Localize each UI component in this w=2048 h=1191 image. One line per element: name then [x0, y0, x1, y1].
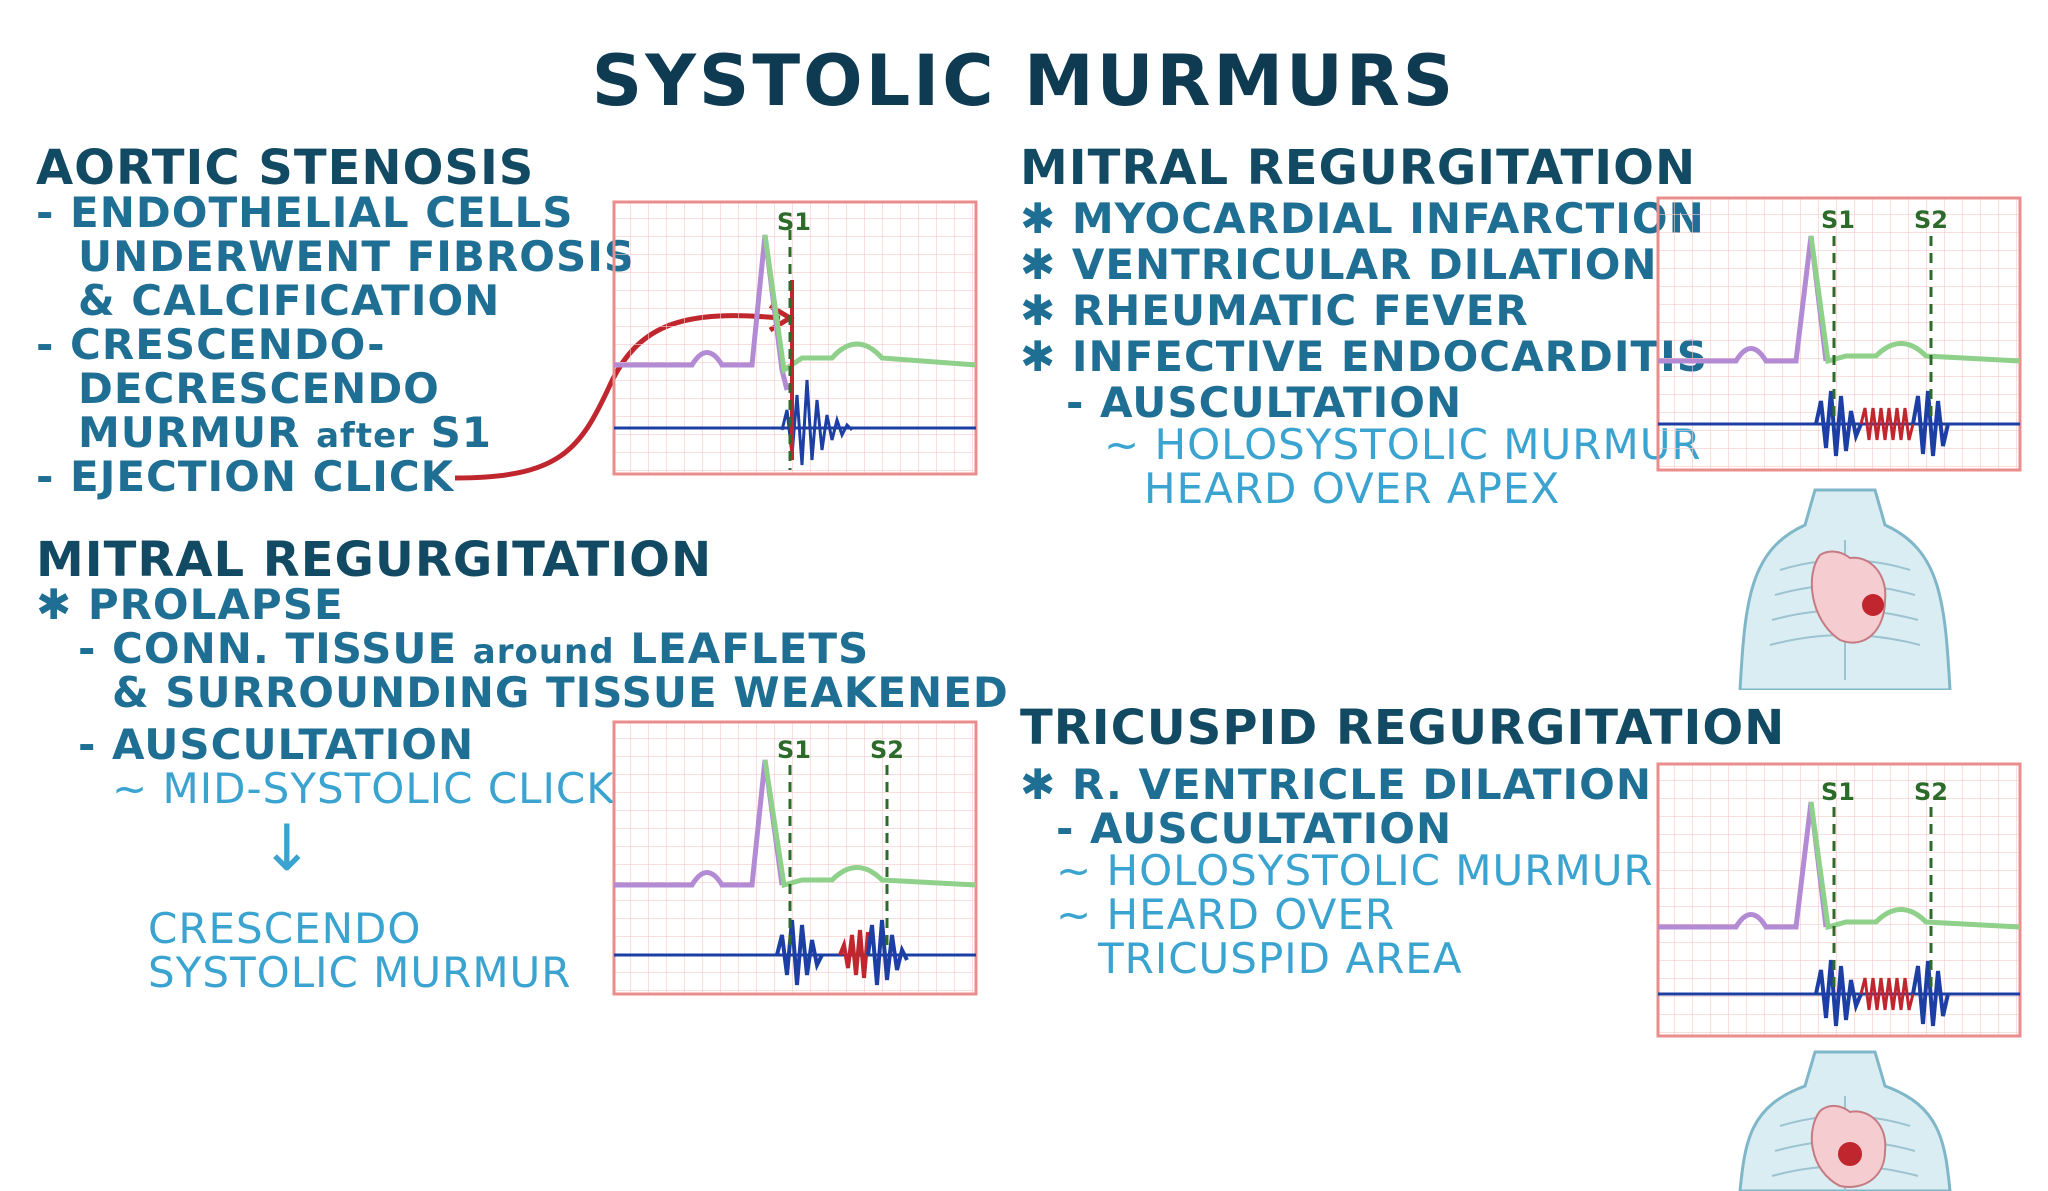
tricuspid-heading: TRICUSPID REGURGITATION	[1020, 700, 1786, 756]
aortic-item-ejection: - EJECTION CLICK	[36, 452, 455, 501]
mitral-left-auscultation: - AUSCULTATION	[78, 720, 475, 769]
page-title: SYSTOLIC MURMURS	[591, 40, 1457, 122]
ecg-mitral-prolapse: S1 S2	[612, 720, 978, 996]
tricuspid-cause: ✱ R. VENTRICLE DILATION	[1020, 760, 1652, 809]
ecg2-s1-label: S1	[777, 736, 811, 764]
ecg1-s1-label: S1	[777, 208, 811, 236]
mitral-left-prolapse: ✱ PROLAPSE	[36, 580, 344, 629]
aortic-item-2: UNDERWENT FIBROSIS	[78, 232, 636, 281]
down-arrow-icon: ↓	[260, 812, 314, 886]
mitral-left-click: ~ MID-SYSTOLIC CLICK	[112, 764, 615, 813]
tricuspid-area-marker	[1838, 1142, 1862, 1166]
ecg-tricuspid-regurgitation: S1 S2	[1656, 762, 2022, 1038]
mitral-left-line1c: LEAFLETS	[630, 624, 870, 673]
mitral-left-line1b: around	[472, 632, 615, 672]
tricuspid-finding-3: TRICUSPID AREA	[1098, 934, 1463, 983]
aortic-murmur-word: MURMUR	[78, 408, 301, 457]
aortic-after-word: after	[316, 416, 415, 456]
aortic-item-1: - ENDOTHELIAL CELLS	[36, 188, 574, 237]
mitral-left-line1: - CONN. TISSUE around LEAFLETS	[78, 624, 869, 673]
mitral-right-cause-3: ✱ RHEUMATIC FEVER	[1020, 286, 1529, 335]
ecg-mitral-regurgitation: S1 S2	[1656, 196, 2022, 472]
apex-marker	[1862, 594, 1884, 616]
aortic-stenosis-heading: AORTIC STENOSIS	[36, 140, 535, 196]
aortic-item-5: DECRESCENDO	[78, 364, 440, 413]
mitral-right-auscultation: - AUSCULTATION	[1066, 378, 1463, 427]
ecg4-s2-label: S2	[1914, 778, 1948, 806]
tricuspid-auscultation: - AUSCULTATION	[1056, 804, 1453, 853]
mitral-left-line2: & SURROUNDING TISSUE WEAKENED	[112, 668, 1009, 717]
ecg4-s1-label: S1	[1821, 778, 1855, 806]
mitral-right-heading: MITRAL REGURGITATION	[1020, 140, 1697, 196]
mitral-right-finding-2: HEARD OVER APEX	[1144, 464, 1561, 513]
tricuspid-finding-1: ~ HOLOSYSTOLIC MURMUR	[1056, 846, 1654, 895]
chest-tricuspid-illustration	[1738, 1050, 1952, 1191]
mitral-right-cause-1: ✱ MYOCARDIAL INFARCTION	[1020, 194, 1705, 243]
ecg3-s2-label: S2	[1914, 206, 1948, 234]
mitral-left-result1: CRESCENDO	[148, 904, 422, 953]
mitral-left-result2: SYSTOLIC MURMUR	[148, 948, 572, 997]
ecg2-s2-label: S2	[870, 736, 904, 764]
mitral-left-heading: MITRAL REGURGITATION	[36, 532, 713, 588]
aortic-item-4: - CRESCENDO-	[36, 320, 386, 369]
aortic-item-6: MURMUR after S1	[78, 408, 492, 457]
tricuspid-finding-2: ~ HEARD OVER	[1056, 890, 1396, 939]
mitral-right-finding-1: ~ HOLOSYSTOLIC MURMUR	[1104, 420, 1702, 469]
mitral-left-line1a: - CONN. TISSUE	[78, 624, 458, 673]
mitral-right-cause-4: ✱ INFECTIVE ENDOCARDITIS	[1020, 332, 1708, 381]
mitral-right-cause-2: ✱ VENTRICULAR DILATION	[1020, 240, 1658, 289]
ecg3-s1-label: S1	[1821, 206, 1855, 234]
chest-apex-illustration	[1738, 488, 1952, 690]
ecg-aortic-stenosis: S1	[612, 200, 978, 476]
aortic-item-3: & CALCIFICATION	[78, 276, 501, 325]
aortic-s1-word: S1	[430, 408, 493, 457]
